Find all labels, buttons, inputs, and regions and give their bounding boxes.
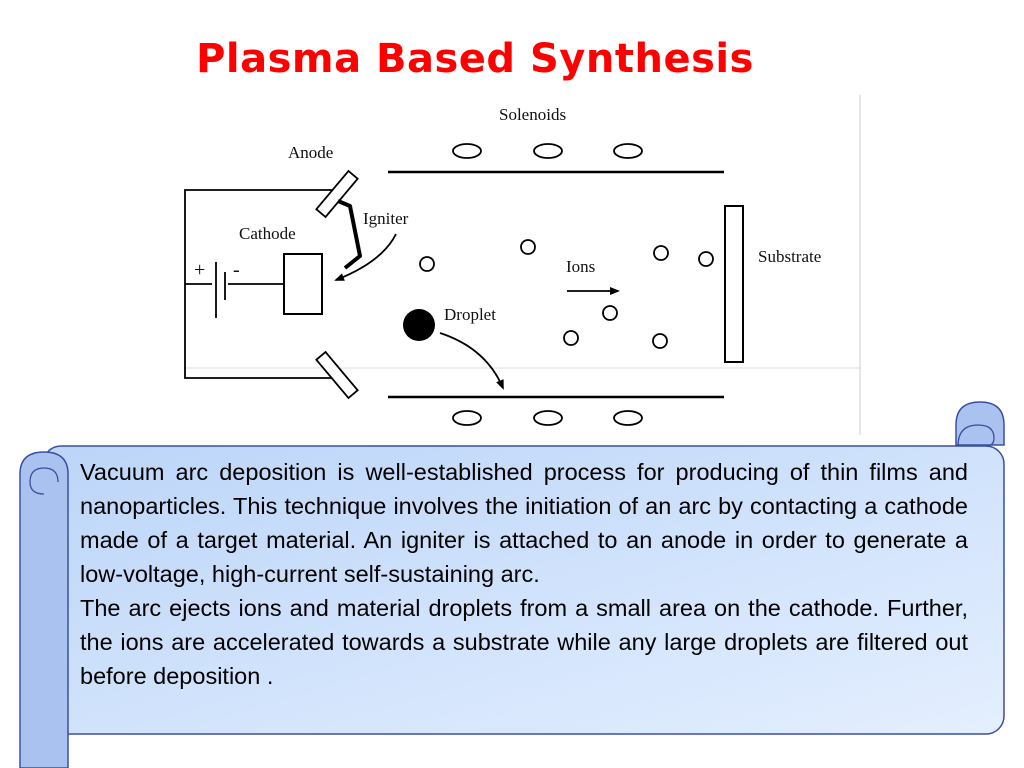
solenoid-coil [533, 143, 563, 159]
ion-particle [602, 305, 618, 321]
label-battery-plus: + [194, 259, 205, 281]
label-anode: Anode [288, 143, 333, 162]
label-cathode: Cathode [239, 224, 296, 243]
droplet-arrow [439, 332, 504, 390]
paragraph-2: The arc ejects ions and material droplet… [80, 595, 968, 689]
scroll-text: Vacuum arc deposition is well-establishe… [80, 455, 968, 693]
scroll-roll-right [955, 401, 1005, 446]
slide-title: Plasma Based Synthesis [196, 36, 754, 82]
solenoid-coil [452, 410, 482, 426]
label-solenoids: Solenoids [499, 105, 566, 124]
solenoid-coil [613, 410, 643, 426]
ion-particle [419, 256, 435, 272]
solenoid-coil [613, 143, 643, 159]
droplet-particle [403, 309, 435, 341]
label-ions: Ions [566, 257, 595, 276]
scroll-roll-left [19, 451, 69, 768]
anode-plate-bottom [315, 350, 359, 400]
solenoid-coil [533, 410, 563, 426]
anode-plate-top [315, 169, 359, 219]
ion-particle [652, 333, 668, 349]
igniter-arrow [334, 233, 397, 281]
label-battery-minus: - [233, 259, 240, 281]
ion-particle [563, 330, 579, 346]
solenoid-coil [452, 143, 482, 159]
paragraph-1: Vacuum arc deposition is well-establishe… [80, 459, 968, 587]
ion-particle [520, 239, 536, 255]
substrate-plate [724, 205, 744, 363]
cathode-block [283, 253, 323, 315]
scroll-curl-left [29, 467, 59, 495]
ion-particle [653, 245, 669, 261]
label-substrate: Substrate [758, 247, 821, 266]
scroll-curl-right [957, 424, 995, 447]
ion-particle [698, 251, 714, 267]
igniter-rod [337, 199, 362, 270]
label-droplet: Droplet [444, 305, 496, 324]
label-igniter: Igniter [363, 209, 409, 228]
